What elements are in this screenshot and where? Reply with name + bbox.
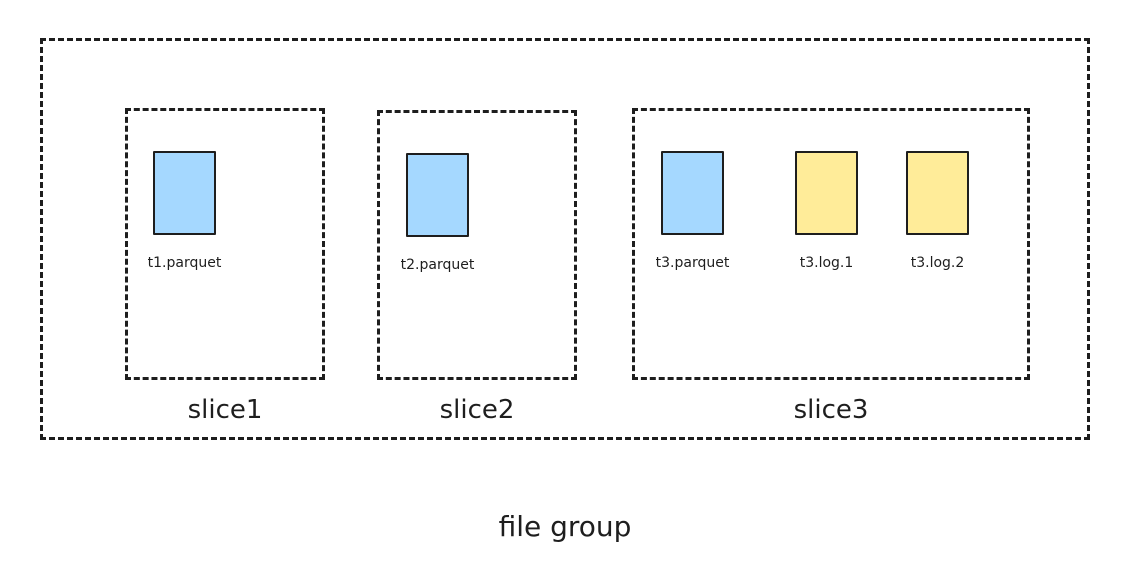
slice1-label: slice1 <box>187 395 263 425</box>
slice3-box <box>632 108 1030 380</box>
t3-parquet-label: t3.parquet <box>655 255 730 271</box>
t3-parquet-file-icon <box>661 151 724 235</box>
t2-parquet-label: t2.parquet <box>400 257 475 273</box>
slice2-box <box>377 110 577 380</box>
file-group-label: file group <box>498 510 632 543</box>
t3-log1-label: t3.log.1 <box>799 255 854 271</box>
slice1-box <box>125 108 325 380</box>
t1-parquet-label: t1.parquet <box>147 255 222 271</box>
slice2-label: slice2 <box>439 395 515 425</box>
t3-log1-file-icon <box>795 151 858 235</box>
t1-parquet-file-icon <box>153 151 216 235</box>
t2-parquet-file-icon <box>406 153 469 237</box>
file-group-box <box>40 38 1090 440</box>
slice3-label: slice3 <box>793 395 869 425</box>
t3-log2-label: t3.log.2 <box>910 255 965 271</box>
t3-log2-file-icon <box>906 151 969 235</box>
